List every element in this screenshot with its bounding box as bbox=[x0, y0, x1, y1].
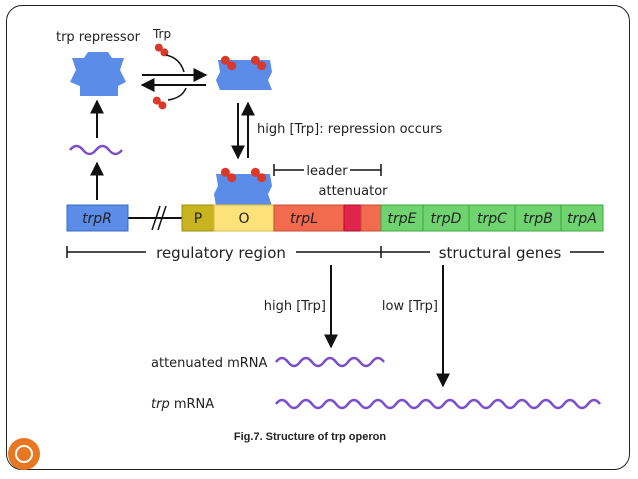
trp-label: Trp bbox=[152, 27, 171, 41]
trp-mrna-wave bbox=[275, 398, 601, 410]
attenuator-region bbox=[343, 204, 362, 232]
dna-break-mark-1 bbox=[151, 205, 161, 231]
trpD-gene bbox=[422, 204, 470, 232]
released-tryptophan-icon bbox=[152, 96, 167, 110]
gene-bar: trpR P O trpL trpE trpD trpC trpB trpA bbox=[66, 204, 604, 232]
slide-number-badge bbox=[8, 438, 40, 470]
trpL-leader bbox=[273, 204, 345, 232]
operator-label: O bbox=[238, 211, 249, 227]
attenuator-label: attenuator bbox=[319, 184, 389, 199]
trpR-mrna-wave bbox=[69, 144, 123, 156]
regulatory-region-label: regulatory region bbox=[156, 244, 286, 262]
structural-genes-label: structural genes bbox=[439, 244, 562, 262]
trp-mrna-label-rest: mRNA bbox=[170, 397, 215, 412]
trpC-gene bbox=[468, 204, 516, 232]
attenuated-mrna-label: attenuated mRNA bbox=[151, 356, 268, 371]
trpL-label: trpL bbox=[290, 211, 318, 227]
trpA-gene bbox=[560, 204, 604, 232]
high-trp-repression-label: high [Trp]: repression occurs bbox=[257, 122, 442, 137]
trp-release-curve bbox=[167, 87, 187, 101]
figure-caption: Fig.7. Structure of trp operon bbox=[234, 431, 386, 443]
trpR-gene-label: trpR bbox=[82, 211, 112, 227]
trpC-label: trpC bbox=[477, 211, 507, 227]
leader-tail bbox=[360, 204, 382, 232]
trpD-label: trpD bbox=[431, 211, 462, 227]
inactive-repressor-icon bbox=[70, 52, 126, 96]
trpA-label: trpA bbox=[567, 211, 597, 227]
leader-label: leader bbox=[306, 164, 348, 179]
trp-mrna-label-italic: trp bbox=[151, 397, 170, 412]
dna-break-mark-2 bbox=[157, 205, 167, 231]
promoter-label: P bbox=[194, 211, 202, 227]
trp-binding-curve bbox=[165, 54, 185, 73]
high-trp-label: high [Trp] bbox=[264, 299, 326, 314]
trp-mrna-label: trp mRNA bbox=[151, 397, 214, 412]
attenuated-mrna-wave bbox=[275, 356, 385, 368]
trp-repressor-label: trp repressor bbox=[56, 30, 141, 45]
operator-region bbox=[213, 204, 275, 232]
trpR-gene bbox=[66, 204, 129, 232]
trpB-gene bbox=[514, 204, 562, 232]
badge-ring-icon bbox=[15, 445, 33, 463]
operator-bound-repressor-icon bbox=[214, 174, 272, 206]
trpE-label: trpE bbox=[388, 211, 417, 227]
trpB-label: trpB bbox=[523, 211, 553, 227]
promoter-region bbox=[181, 204, 215, 232]
low-trp-label: low [Trp] bbox=[382, 299, 438, 314]
